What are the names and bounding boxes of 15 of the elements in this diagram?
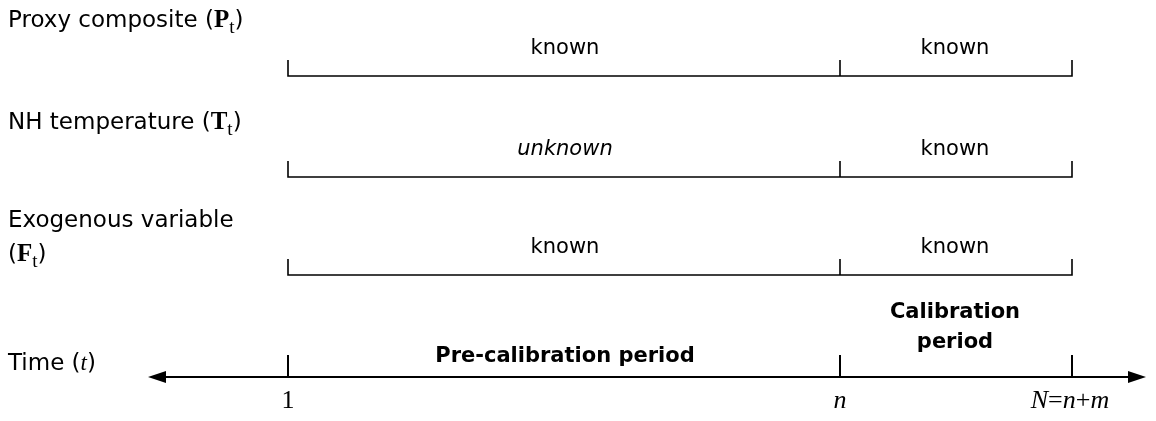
row-label: Exogenous variable (F$_{t}$)	[8, 205, 235, 273]
tick-label: 1	[280, 384, 296, 416]
row-label: NH temperature (T$_{t}$)	[8, 106, 242, 141]
state-label: unknown	[516, 135, 614, 162]
state-label: known	[919, 135, 991, 162]
state-label: known	[919, 34, 991, 61]
period-label: Calibration period	[888, 298, 1022, 355]
row-label: Proxy composite (P$_{t}$)	[8, 4, 244, 39]
state-label: known	[529, 34, 601, 61]
state-label: known	[529, 233, 601, 260]
tick-label: N=n+m	[1029, 384, 1111, 416]
period-label: Pre-calibration period	[434, 342, 696, 369]
tick-label: n	[832, 384, 848, 416]
state-label: known	[919, 233, 991, 260]
axis-title: Time (t)	[8, 348, 96, 377]
